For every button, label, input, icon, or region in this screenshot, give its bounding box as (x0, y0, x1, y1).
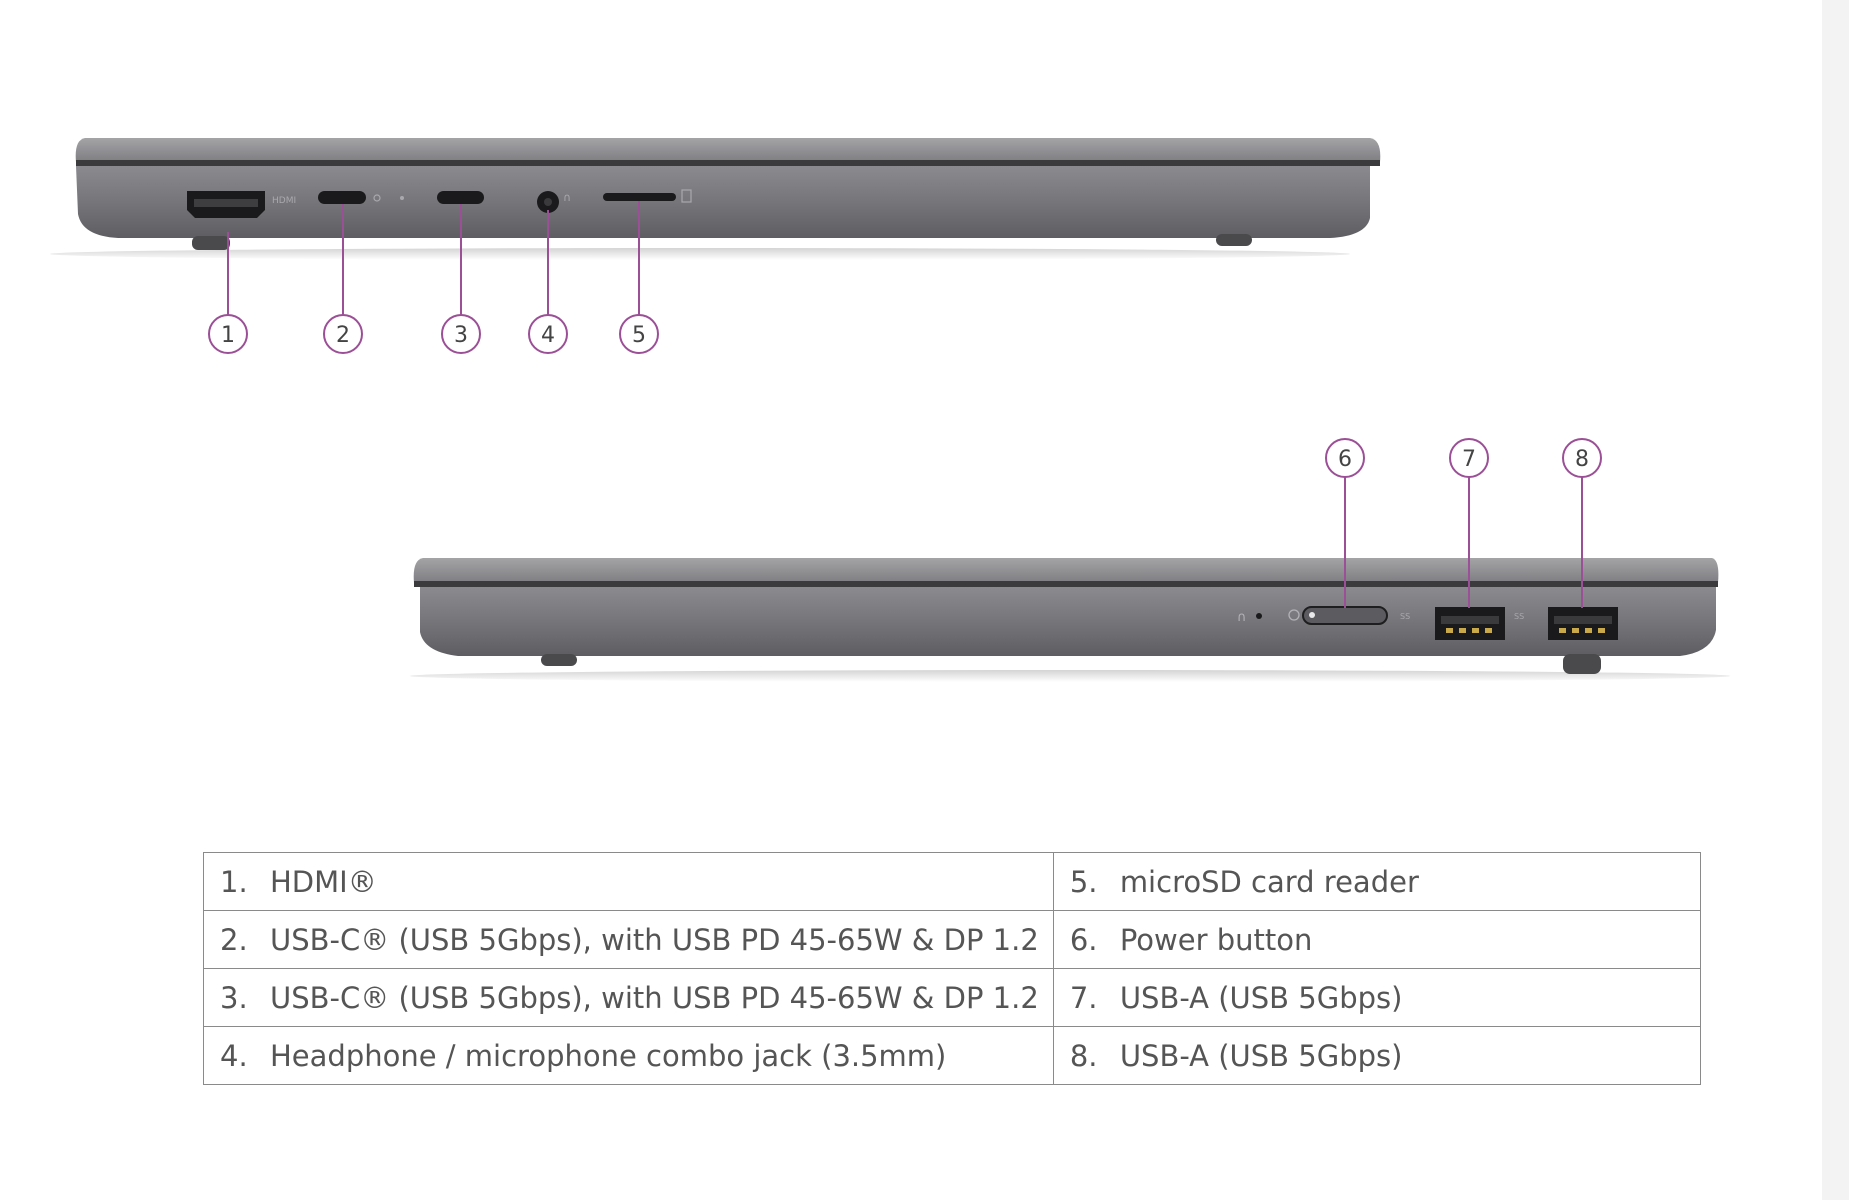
item-label: USB-A (USB 5Gbps) (1119, 1038, 1403, 1073)
laptop-foot (1563, 654, 1601, 674)
callout-number: 4 (541, 323, 555, 348)
callout-marker: 2 (323, 314, 363, 354)
item-number: 4. (220, 1038, 248, 1073)
callout-marker: 1 (208, 314, 248, 354)
table-cell: 8. USB-A (USB 5Gbps) (1052, 1026, 1702, 1085)
item-number: 8. (1069, 1038, 1098, 1073)
callout-number: 5 (632, 323, 646, 348)
item-label: USB-C® (USB 5Gbps), with USB PD 45-65W &… (270, 980, 1039, 1015)
callout-number: 1 (221, 323, 235, 348)
laptop-right-side-view: ∩ SS SS (410, 477, 1730, 682)
item-number: 3. (220, 980, 248, 1015)
table-cell: 5. microSD card reader (1052, 852, 1702, 911)
svg-text:SS: SS (1400, 612, 1410, 621)
item-label: USB-A (USB 5Gbps) (1119, 980, 1403, 1015)
table-row: 4. Headphone / microphone combo jack (3.5… (203, 1026, 1702, 1085)
item-number: 5. (1069, 864, 1098, 899)
callout-marker: 4 (528, 314, 568, 354)
laptop-lid (413, 558, 1719, 583)
port-diagram: HDMI ∩ ∩ S (50, 138, 1730, 682)
callout-marker: 6 (1325, 438, 1365, 478)
callout-marker: 5 (619, 314, 659, 354)
table-cell: 2. USB-C® (USB 5Gbps), with USB PD 45-65W… (203, 910, 1054, 969)
item-label: USB-C® (USB 5Gbps), with USB PD 45-65W &… (270, 922, 1039, 957)
usb-c-port-icon (437, 191, 484, 204)
callout-markers: 1 2 3 4 5 6 7 8 (208, 314, 1602, 478)
table-row: 3. USB-C® (USB 5Gbps), with USB PD 45-65W… (203, 968, 1702, 1027)
laptop-foot (541, 654, 577, 666)
item-label: HDMI® (270, 864, 377, 899)
callout-marker: 7 (1449, 438, 1489, 478)
item-number: 2. (220, 922, 248, 957)
power-button-icon (1302, 606, 1388, 625)
microsd-slot-icon (603, 193, 676, 201)
svg-text:∩: ∩ (1237, 610, 1247, 625)
item-label: Headphone / microphone combo jack (3.5mm… (270, 1038, 947, 1073)
status-led-icon (1256, 613, 1262, 619)
table-cell: 1. HDMI® (203, 852, 1054, 911)
svg-text:SS: SS (1514, 612, 1524, 621)
laptop-foot (1216, 234, 1252, 246)
callout-number: 7 (1462, 447, 1476, 472)
table-cell: 6. Power button (1052, 910, 1702, 969)
callout-number: 8 (1575, 447, 1589, 472)
scrollbar-track[interactable] (1822, 0, 1849, 1200)
svg-text:∩: ∩ (563, 191, 571, 204)
usb-a-port-icon (1435, 607, 1505, 640)
laptop-foot (192, 236, 230, 250)
item-number: 1. (220, 864, 248, 899)
item-number: 7. (1069, 980, 1098, 1015)
callout-number: 6 (1338, 447, 1352, 472)
port-legend-table: 1. HDMI® 5. microSD card reader 2. USB-C® (… (203, 852, 1702, 1085)
callout-number: 2 (336, 323, 350, 348)
usb-a-port-icon (1548, 607, 1618, 640)
item-label: Power button (1119, 922, 1313, 957)
laptop-left-side-view: HDMI ∩ (50, 138, 1381, 315)
table-cell: 7. USB-A (USB 5Gbps) (1052, 968, 1702, 1027)
svg-text:HDMI: HDMI (272, 196, 296, 206)
item-label: microSD card reader (1119, 864, 1419, 899)
laptop-base (76, 166, 1370, 238)
usb-c-port-icon (318, 191, 366, 204)
table-row: 2. USB-C® (USB 5Gbps), with USB PD 45-65W… (203, 910, 1702, 969)
callout-marker: 8 (1562, 438, 1602, 478)
laptop-base (420, 587, 1716, 656)
callout-marker: 3 (441, 314, 481, 354)
table-cell: 4. Headphone / microphone combo jack (3.5… (203, 1026, 1054, 1085)
table-cell: 3. USB-C® (USB 5Gbps), with USB PD 45-65W… (203, 968, 1054, 1027)
laptop-lid (75, 138, 1381, 162)
table-row: 1. HDMI® 5. microSD card reader (203, 852, 1702, 911)
callout-number: 3 (454, 323, 468, 348)
item-number: 6. (1069, 922, 1098, 957)
